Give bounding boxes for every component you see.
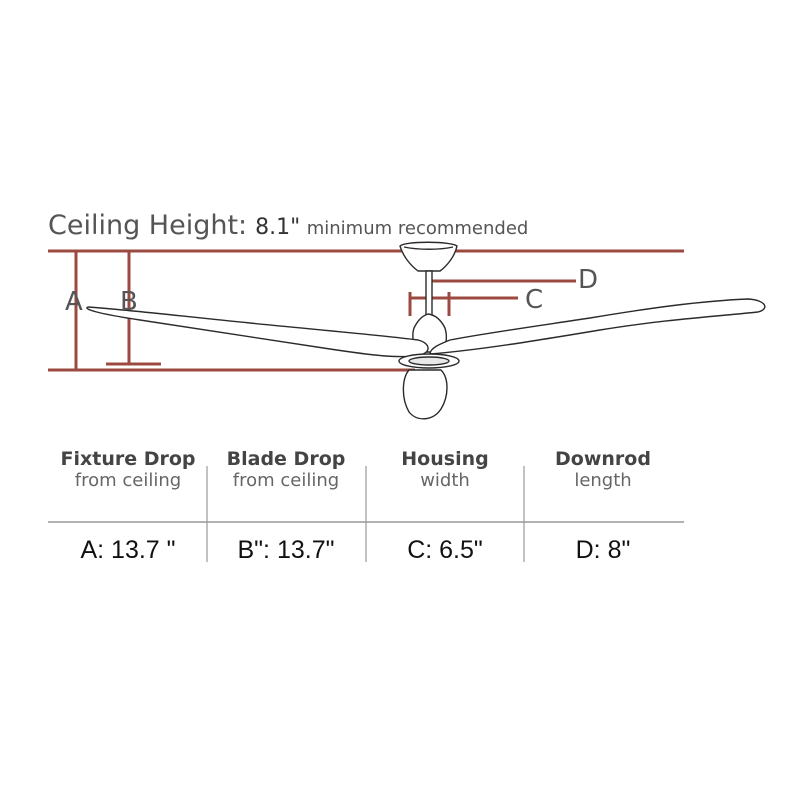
spec-fixture-drop-subtitle: from ceiling (74, 470, 182, 491)
spec-fixture-drop-value: A: 13.7 " (80, 536, 176, 564)
spec-fixture-drop-title: Fixture Drop (60, 448, 196, 470)
ceiling-height-title: Ceiling Height: 8.1" minimum recommended (48, 210, 528, 241)
spec-housing-title: Housing (401, 448, 489, 470)
spec-downrod-value: D: 8" (575, 536, 631, 564)
fan-blade-right (429, 298, 766, 355)
fan-hub-inner (408, 356, 450, 366)
spec-blade-drop-subtitle: from ceiling (232, 470, 340, 491)
fan-canopy-rim (403, 246, 454, 250)
spec-blade-drop-value: B": 13.7" (237, 536, 335, 564)
marker-a: A (65, 287, 83, 317)
spec-downrod-header: Downrod length (525, 448, 681, 492)
marker-d: D (578, 265, 599, 295)
ceiling-height-value: 8.1" (255, 215, 301, 240)
ceiling-fan-drawing (86, 241, 766, 420)
fan-canopy (399, 241, 458, 272)
spec-downrod-title: Downrod (555, 448, 651, 470)
spec-downrod-subtitle: length (574, 470, 632, 491)
fan-light-kit (402, 369, 448, 420)
spec-housing-value: C: 6.5" (407, 536, 483, 564)
marker-c: C (525, 285, 544, 315)
marker-b: B (120, 287, 138, 317)
spec-housing-header: Housing width (367, 448, 523, 492)
spec-housing-subtitle: width (420, 470, 470, 491)
spec-blade-drop-title: Blade Drop (226, 448, 346, 470)
fan-blade-left (86, 306, 429, 358)
ceiling-height-note: minimum recommended (306, 218, 529, 239)
ceiling-height-label: Ceiling Height: (48, 210, 248, 241)
spec-fixture-drop-header: Fixture Drop from ceiling (50, 448, 206, 492)
fan-downrod (425, 270, 433, 317)
spec-blade-drop-header: Blade Drop from ceiling (208, 448, 364, 492)
